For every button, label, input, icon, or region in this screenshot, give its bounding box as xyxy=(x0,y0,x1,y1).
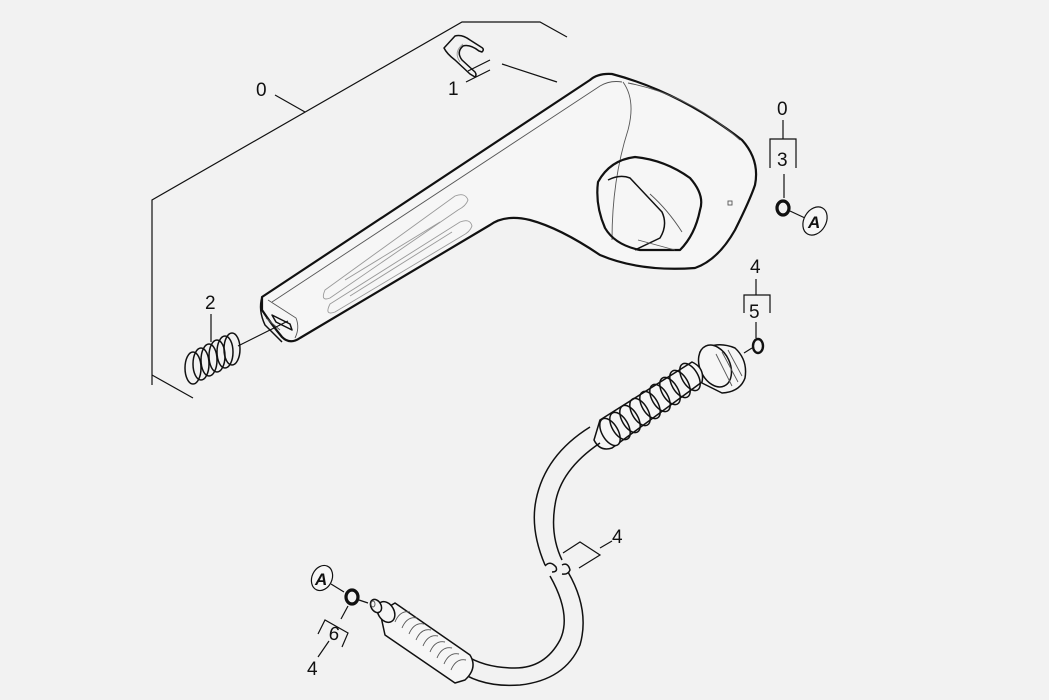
hose-end-fitting xyxy=(369,598,474,684)
callout-4-hose: 4 xyxy=(612,527,623,548)
marker-a-top: A xyxy=(807,213,820,232)
callout-0-top: 0 xyxy=(256,80,267,101)
callout-4-bottom: 4 xyxy=(307,659,318,680)
callout-group-6: A 6 4 xyxy=(307,564,369,680)
callout-0-right: 0 xyxy=(777,99,788,120)
marker-a-bottom: A xyxy=(314,570,327,589)
callout-1: 1 xyxy=(448,79,459,100)
o-ring-5 xyxy=(751,337,765,355)
spring-part-2 xyxy=(184,332,241,385)
high-pressure-hose xyxy=(454,426,601,687)
gun-handle xyxy=(259,72,758,343)
callout-2: 2 xyxy=(205,293,216,314)
callout-5: 5 xyxy=(749,302,760,323)
callout-4-top: 4 xyxy=(750,257,761,278)
clip-part-1 xyxy=(443,34,485,78)
assembly-bracket-0 xyxy=(151,21,568,399)
callout-3: 3 xyxy=(777,150,788,171)
callout-group-5: 4 5 xyxy=(743,257,771,355)
hose-top-fitting xyxy=(593,344,747,450)
marker-a-circle-bottom xyxy=(310,564,334,592)
o-ring-3 xyxy=(775,199,791,217)
marker-a-circle-top xyxy=(802,206,828,236)
callout-group-3: 0 3 A xyxy=(769,99,828,236)
callout-6: 6 xyxy=(327,623,341,646)
o-ring-6 xyxy=(344,588,360,606)
